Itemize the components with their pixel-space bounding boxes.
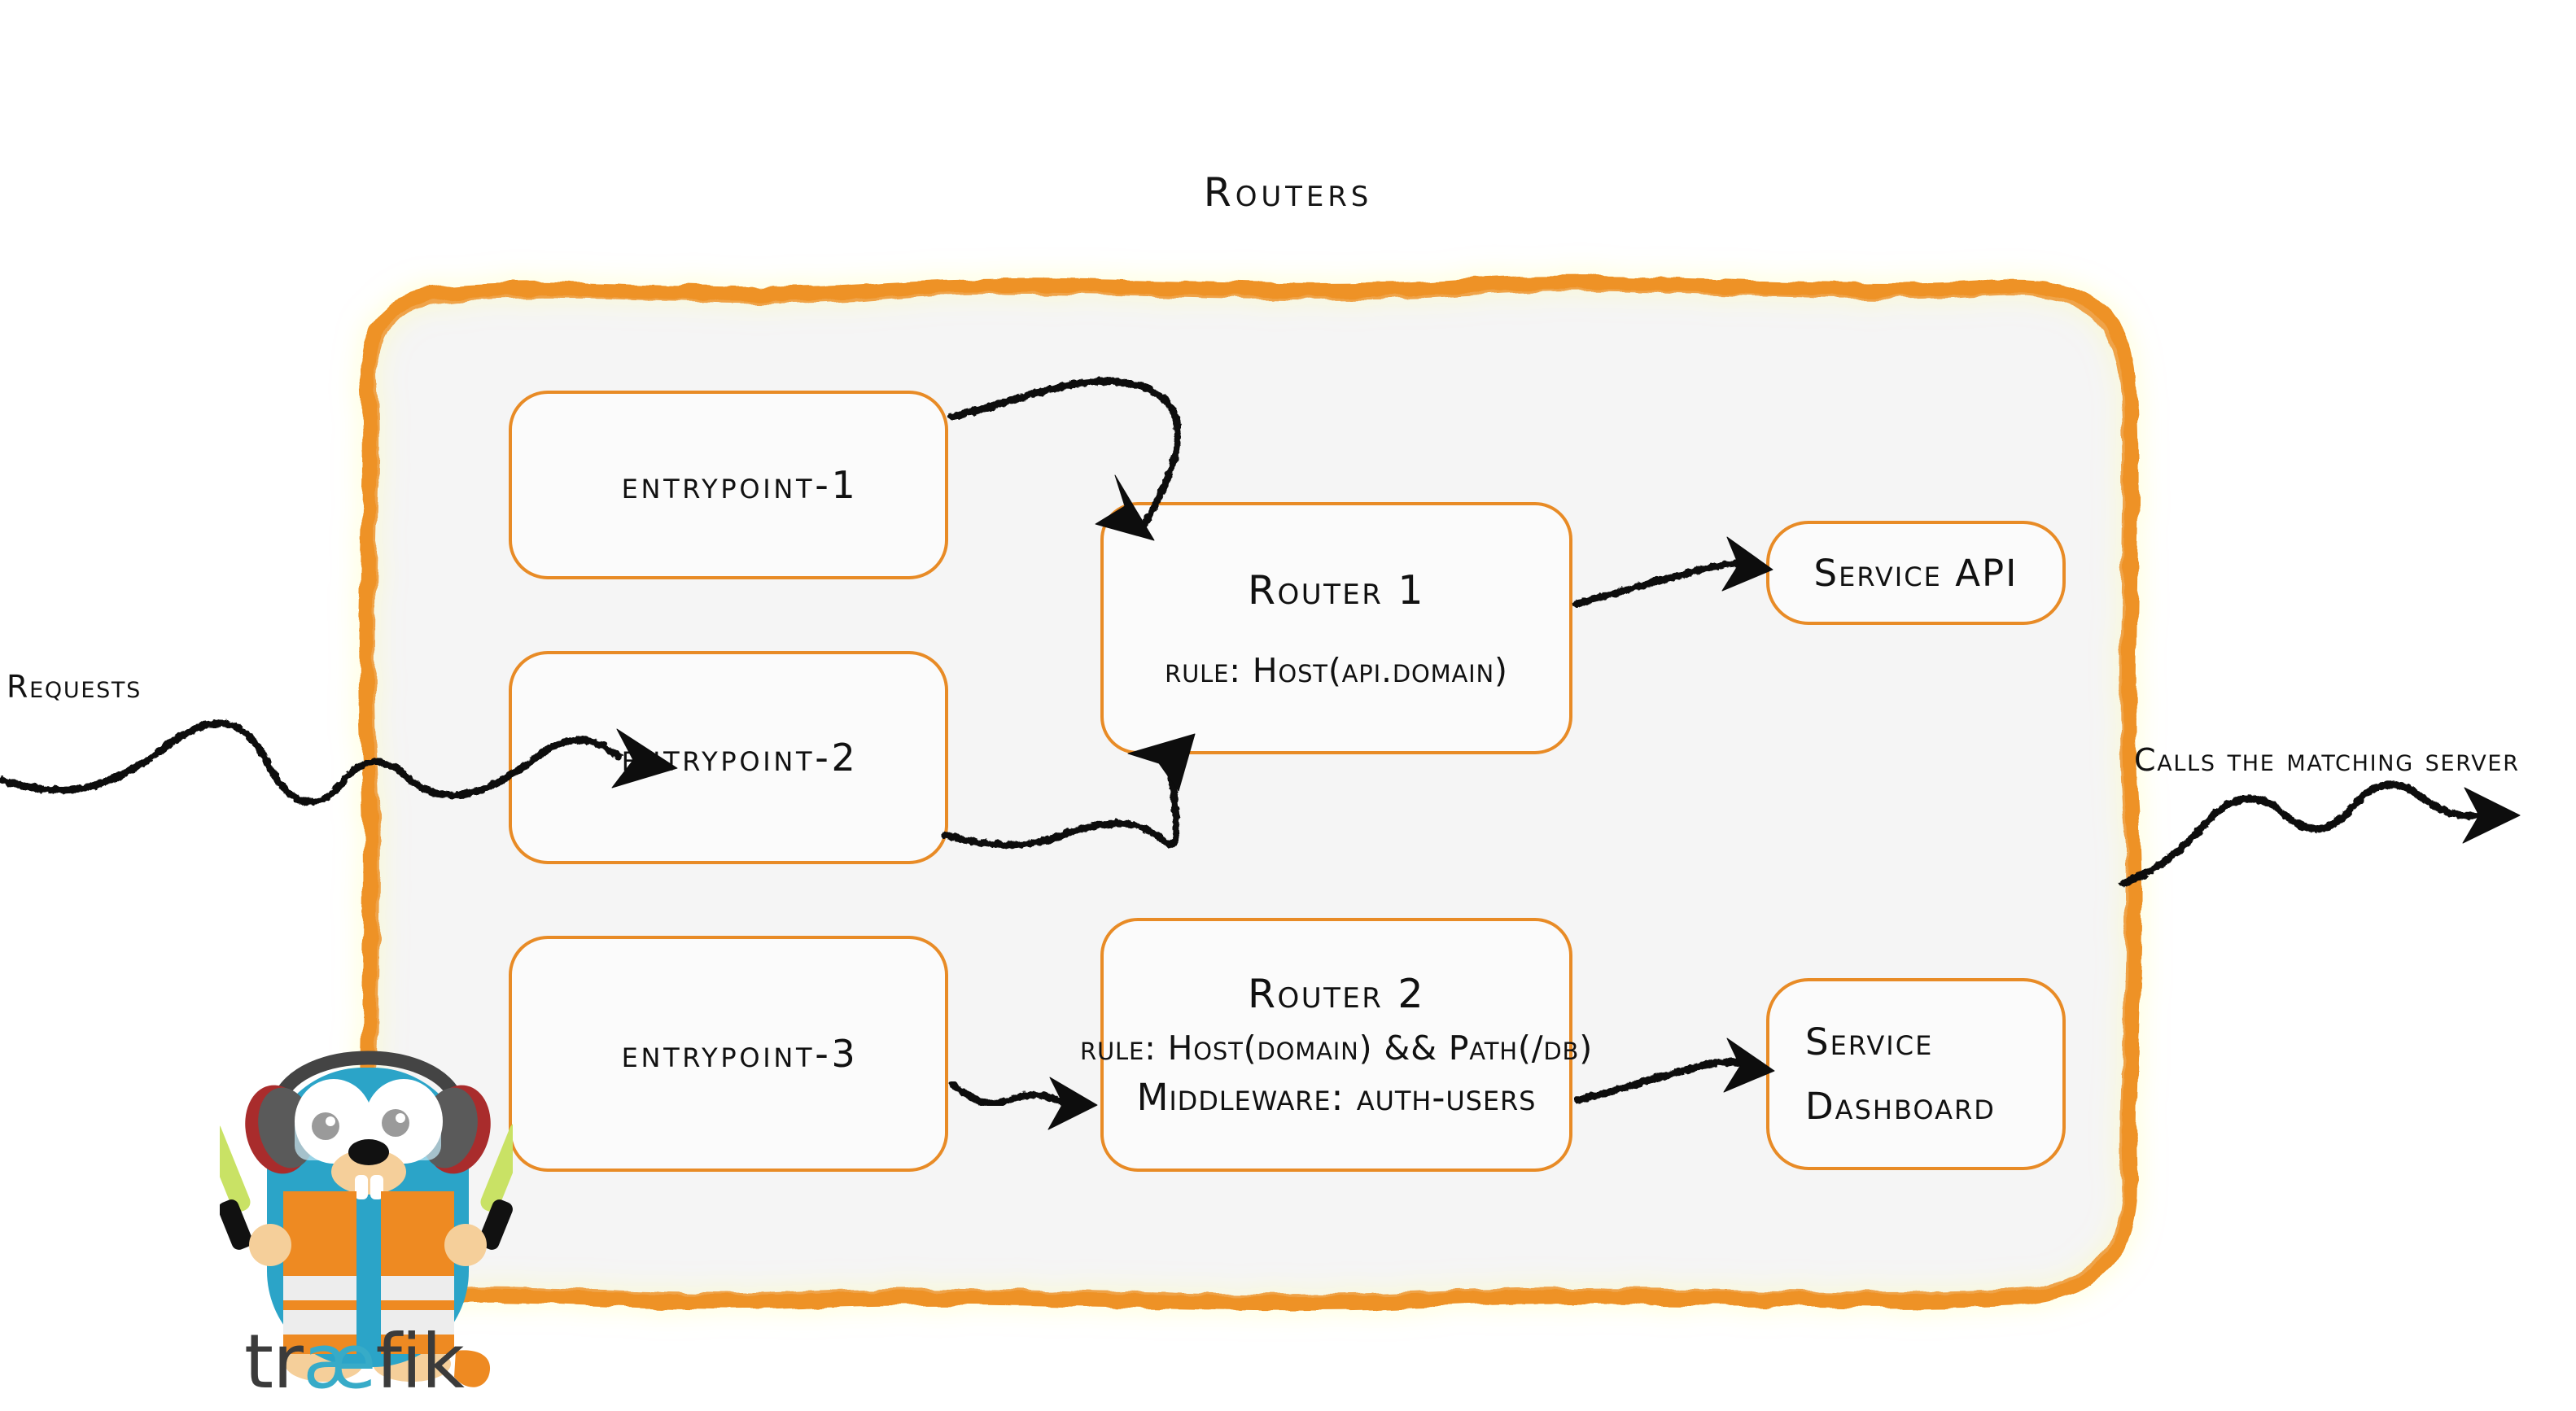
wordmark-ligature: æ [303,1318,376,1405]
arrow-router2-servicedashboard [1573,1058,1746,1104]
traefik-gopher-mascot [202,1032,529,1408]
router-box-1[interactable]: Router 1 rule: Host(api.domain) [1100,502,1572,754]
entrypoint-label-3: entrypoint-3 [621,1032,859,1076]
requests-label: Requests [7,669,142,705]
arrow-router1-serviceapi [1573,559,1746,608]
arrow-ep2-router1 [942,751,1180,849]
router-title-1: Router 1 [1248,566,1425,614]
wordmark-suffix: fik [375,1318,464,1405]
entrypoint-box-3[interactable]: entrypoint-3 [509,936,948,1172]
arrowhead-calls-out [2462,787,2521,844]
wordmark-prefix: tr [244,1318,304,1405]
service-label-dashboard-line2: Dashboard [1805,1085,1996,1128]
router-rule-1: rule: Host(api.domain) [1165,650,1508,690]
gopher-tail-icon [454,1350,491,1387]
service-label-dashboard-line1: Service [1805,1020,1934,1064]
gopher-icon [202,1051,529,1387]
arrowhead-ep3-router2 [1047,1077,1098,1130]
router-middleware-2: Middleware: auth-users [1136,1076,1537,1119]
entrypoint-box-1[interactable]: entrypoint-1 [509,391,948,579]
arrow-ep3-router2 [948,1080,1069,1107]
entrypoint-label-2: entrypoint-2 [621,736,859,780]
entrypoint-box-2[interactable]: entrypoint-2 [509,651,948,864]
router-rule-2: rule: Host(domain) && Path(/db) [1079,1029,1594,1068]
headphone-band-icon [271,1051,465,1109]
page-title: Routers [1203,169,1373,216]
arrow-calls-out [2119,781,2480,888]
entrypoint-label-1: entrypoint-1 [621,463,859,507]
calls-matching-server-label: Calls the matching server [2134,742,2520,778]
router-title-2: Router 2 [1248,971,1425,1017]
service-label-api: Service API [1813,551,2018,595]
router-box-2[interactable]: Router 2 rule: Host(domain) && Path(/db)… [1080,918,1592,1172]
service-box-dashboard[interactable]: Service Dashboard [1766,978,2066,1170]
service-box-api[interactable]: Service API [1766,521,2066,625]
arrowhead-router1-serviceapi [1721,536,1773,592]
traefik-wordmark-logo: træfik [244,1325,505,1408]
